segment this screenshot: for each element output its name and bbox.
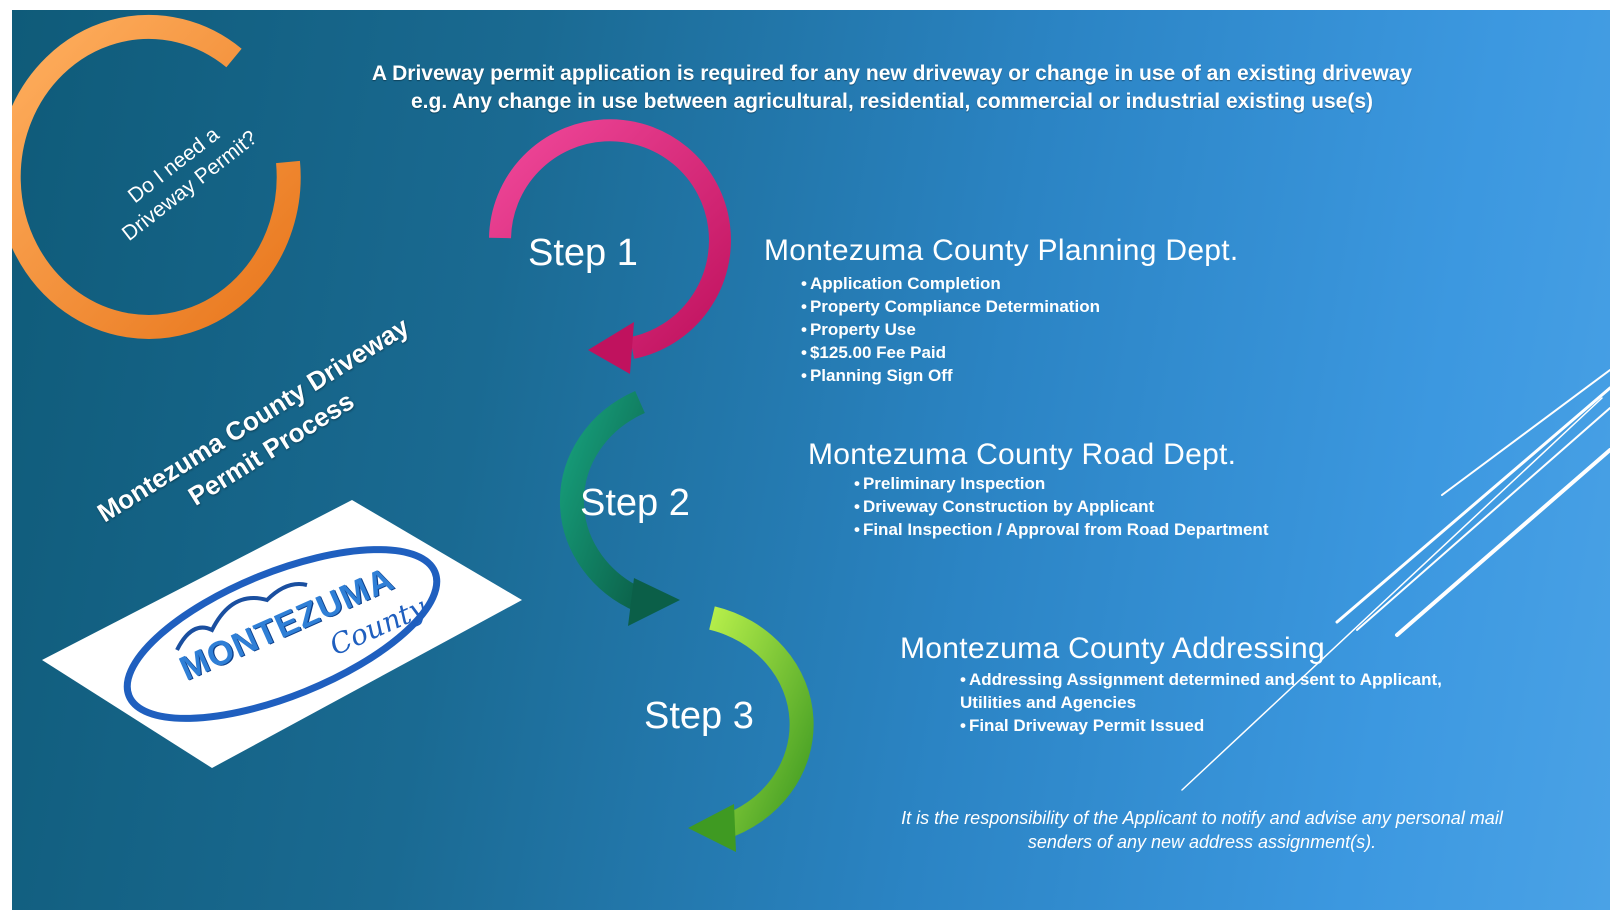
list-item: Application Completion	[801, 272, 1239, 295]
step2-arrow-icon	[559, 391, 649, 614]
question-ring-icon	[12, 14, 301, 339]
step2-label: Step 2	[580, 482, 690, 524]
list-item: Property Compliance Determination	[801, 295, 1239, 318]
step1-arrow-icon	[489, 119, 731, 359]
logo-graphic	[42, 500, 522, 768]
list-item: Addressing Assignment determined and sen…	[960, 668, 1480, 714]
flyer-slide: A Driveway permit application is require…	[12, 10, 1610, 910]
step3-arrow-icon	[709, 606, 814, 840]
step1-label: Step 1	[528, 232, 638, 274]
list-item: Final Inspection / Approval from Road De…	[854, 518, 1269, 541]
step3-items: Addressing Assignment determined and sen…	[960, 668, 1480, 737]
step3-arrowhead-icon	[688, 804, 736, 852]
step2-department: Montezuma County Road Dept.	[808, 438, 1237, 471]
step1-department: Montezuma County Planning Dept.	[764, 234, 1239, 267]
county-logo: MONTEZUMA County	[42, 500, 542, 780]
intro-line-1: A Driveway permit application is require…	[371, 62, 1413, 85]
list-item: Planning Sign Off	[801, 364, 1239, 387]
intro-line-2: e.g. Any change in use between agricultu…	[411, 90, 1373, 113]
list-item: Final Driveway Permit Issued	[960, 714, 1480, 737]
responsibility-note: It is the responsibility of the Applican…	[812, 806, 1592, 854]
step3-section: Montezuma County Addressing Addressing A…	[900, 632, 1480, 737]
step2-items: Preliminary Inspection Driveway Construc…	[854, 472, 1269, 541]
step2-arrowhead-icon	[628, 578, 680, 626]
step1-items: Application Completion Property Complian…	[801, 272, 1239, 387]
step3-department: Montezuma County Addressing	[900, 632, 1325, 665]
step1-section: Montezuma County Planning Dept. Applicat…	[764, 234, 1239, 387]
step3-label: Step 3	[644, 695, 754, 737]
list-item: $125.00 Fee Paid	[801, 341, 1239, 364]
intro-text: A Driveway permit application is require…	[242, 60, 1542, 116]
note-line-1: It is the responsibility of the Applican…	[901, 808, 1503, 828]
list-item: Driveway Construction by Applicant	[854, 495, 1268, 518]
note-line-2: senders of any new address assignment(s)…	[1027, 832, 1377, 852]
step2-section: Montezuma County Road Dept. Preliminary …	[808, 438, 1268, 541]
list-item: Preliminary Inspection	[854, 472, 1268, 495]
list-item: Property Use	[801, 318, 1239, 341]
step1-arrowhead-icon	[588, 322, 634, 374]
